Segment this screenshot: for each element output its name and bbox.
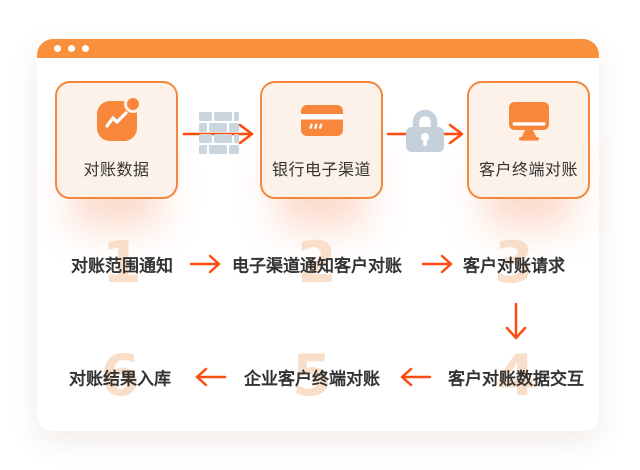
window-control-dot[interactable] <box>54 45 61 52</box>
step-label: 对账范围通知 <box>71 256 173 277</box>
step-label: 电子渠道通知客户对账 <box>232 256 402 277</box>
step-4: 4 客户对账数据交互 <box>448 347 584 404</box>
step-number: 6 <box>100 342 140 409</box>
step-label: 对账结果入库 <box>69 369 171 390</box>
step-6: 6 对账结果入库 <box>69 347 171 404</box>
flow-box-client-terminal: 客户终端对账 <box>467 81 590 199</box>
window-control-dot[interactable] <box>68 45 75 52</box>
step-number: 1 <box>102 229 142 296</box>
notification-dot-icon <box>123 94 142 113</box>
step-label: 客户对账数据交互 <box>448 369 584 390</box>
step-number: 5 <box>292 342 332 409</box>
step-2: 2 电子渠道通知客户对账 <box>232 234 402 291</box>
arrow-left <box>195 367 227 387</box>
firewall-icon <box>199 112 239 154</box>
step-1: 1 对账范围通知 <box>71 234 173 291</box>
flow-box-reconciliation-data: 对账数据 <box>55 81 178 199</box>
bank-card-icon <box>300 101 344 141</box>
step-label: 客户对账请求 <box>463 256 565 277</box>
arrow-left <box>400 367 432 387</box>
step-number: 3 <box>494 229 534 296</box>
flow-box-label: 对账数据 <box>83 159 150 179</box>
step-5: 5 企业客户终端对账 <box>244 347 380 404</box>
flow-box-label: 客户终端对账 <box>478 159 578 179</box>
window-control-dot[interactable] <box>82 45 89 52</box>
flow-box-bank-echannel: 银行电子渠道 <box>260 81 383 199</box>
monitor-icon <box>507 101 551 141</box>
step-label: 企业客户终端对账 <box>244 369 380 390</box>
arrow-right <box>189 254 221 274</box>
step-number: 4 <box>496 342 536 409</box>
window-titlebar <box>37 39 599 58</box>
step-3: 3 客户对账请求 <box>463 234 565 291</box>
flow-box-label: 银行电子渠道 <box>271 159 371 179</box>
arrow-right <box>421 254 453 274</box>
step-number: 2 <box>297 229 337 296</box>
arrow-down <box>505 302 527 340</box>
trend-chart-icon <box>95 94 142 141</box>
padlock-icon <box>406 109 444 152</box>
